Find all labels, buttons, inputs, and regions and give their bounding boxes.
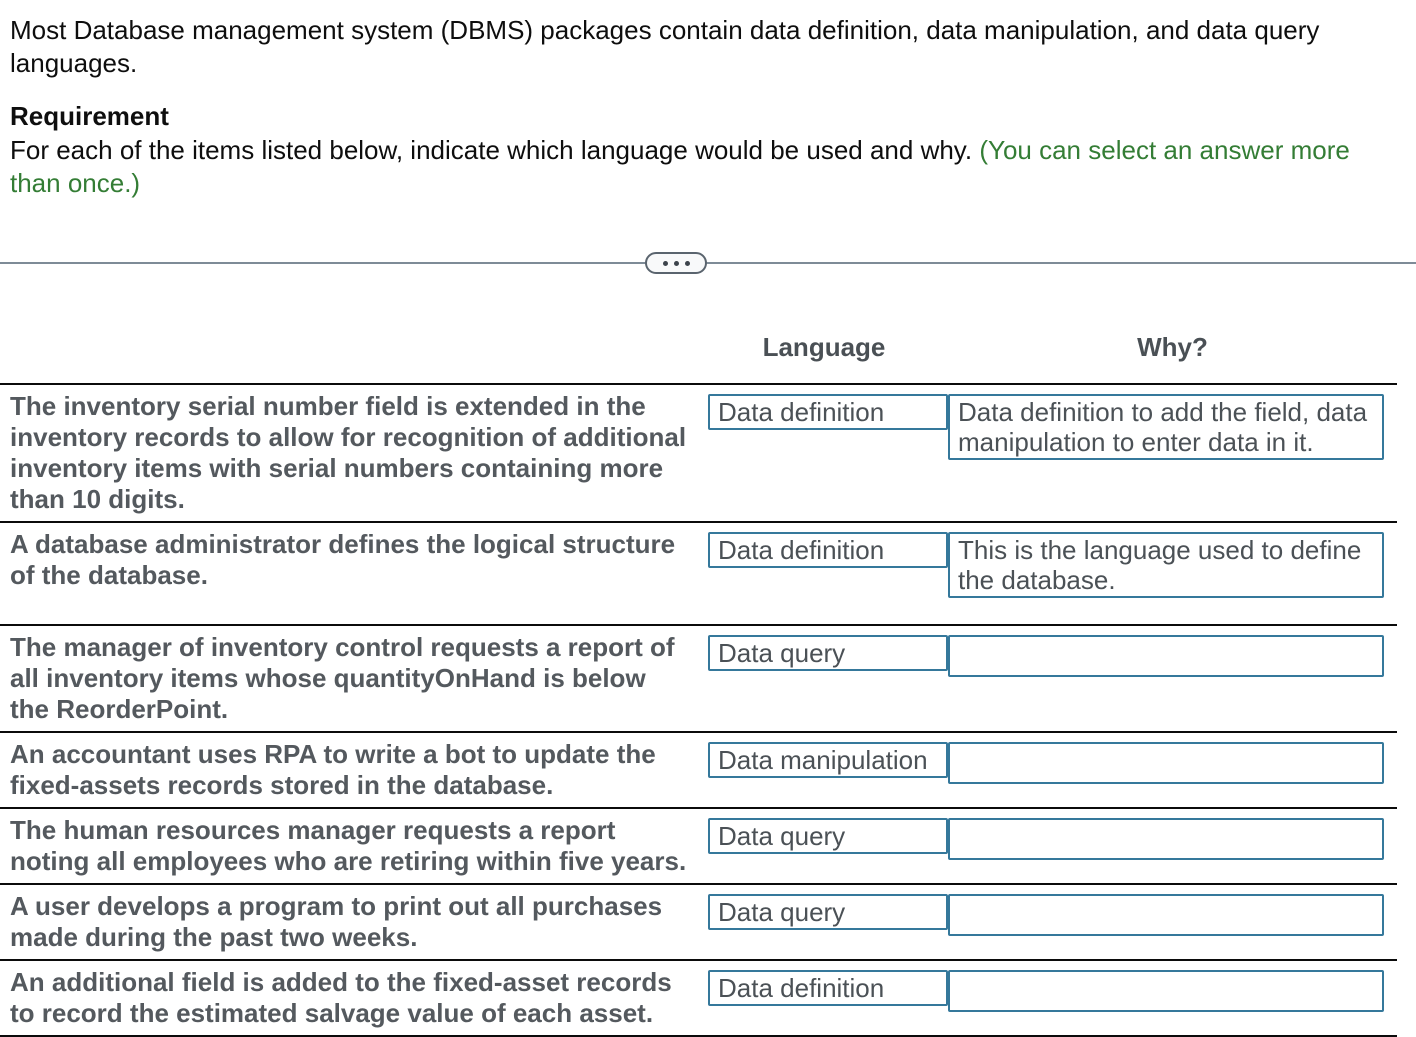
why-input[interactable] <box>948 742 1384 784</box>
language-select[interactable]: Data query <box>708 818 948 854</box>
answers-table: Language Why? The inventory serial numbe… <box>0 332 1397 1037</box>
why-input[interactable] <box>948 818 1384 860</box>
item-text: The inventory serial number field is ext… <box>10 391 687 514</box>
table-row: The manager of inventory control request… <box>0 624 1397 731</box>
language-select[interactable]: Data query <box>708 635 948 671</box>
table-row: A user develops a program to print out a… <box>0 883 1397 959</box>
section-divider <box>0 252 1416 274</box>
expand-collapse-button[interactable] <box>645 252 707 274</box>
language-select[interactable]: Data definition <box>708 970 948 1006</box>
ellipsis-icon <box>662 260 690 266</box>
why-input[interactable]: This is the language used to define the … <box>948 532 1384 598</box>
requirement-instruction: For each of the items listed below, indi… <box>10 135 973 165</box>
table-row: The human resources manager requests a r… <box>0 807 1397 883</box>
question-text: Most Database management system (DBMS) p… <box>10 15 1320 78</box>
requirement-note: (You can select an answer more than once… <box>10 135 1350 198</box>
why-input[interactable] <box>948 894 1384 936</box>
language-select[interactable]: Data definition <box>708 532 948 568</box>
table-row: An accountant uses RPA to write a bot to… <box>0 731 1397 807</box>
item-text: A database administrator defines the log… <box>10 529 676 590</box>
language-select[interactable]: Data definition <box>708 394 948 430</box>
item-text: The human resources manager requests a r… <box>10 815 687 876</box>
item-text: An additional field is added to the fixe… <box>10 967 672 1028</box>
item-text: The manager of inventory control request… <box>10 632 675 724</box>
why-column-header: Why? <box>1137 332 1208 362</box>
requirement-heading: Requirement <box>10 101 169 131</box>
why-input[interactable] <box>948 635 1384 677</box>
item-text: An accountant uses RPA to write a bot to… <box>10 739 656 800</box>
language-select[interactable]: Data manipulation <box>708 742 948 778</box>
table-row: An additional field is added to the fixe… <box>0 959 1397 1035</box>
item-text: A user develops a program to print out a… <box>10 891 663 952</box>
language-column-header: Language <box>762 332 886 362</box>
table-row: The inventory serial number field is ext… <box>0 383 1397 521</box>
why-input[interactable] <box>948 970 1384 1012</box>
table-row: A database administrator defines the log… <box>0 521 1397 624</box>
question-intro: Most Database management system (DBMS) p… <box>0 0 1416 200</box>
divider-line <box>0 262 1416 264</box>
table-header-row: Language Why? <box>0 332 1397 383</box>
requirement-text: For each of the items listed below, indi… <box>10 134 1390 200</box>
language-select[interactable]: Data query <box>708 894 948 930</box>
why-input[interactable]: Data definition to add the field, data m… <box>948 394 1384 460</box>
